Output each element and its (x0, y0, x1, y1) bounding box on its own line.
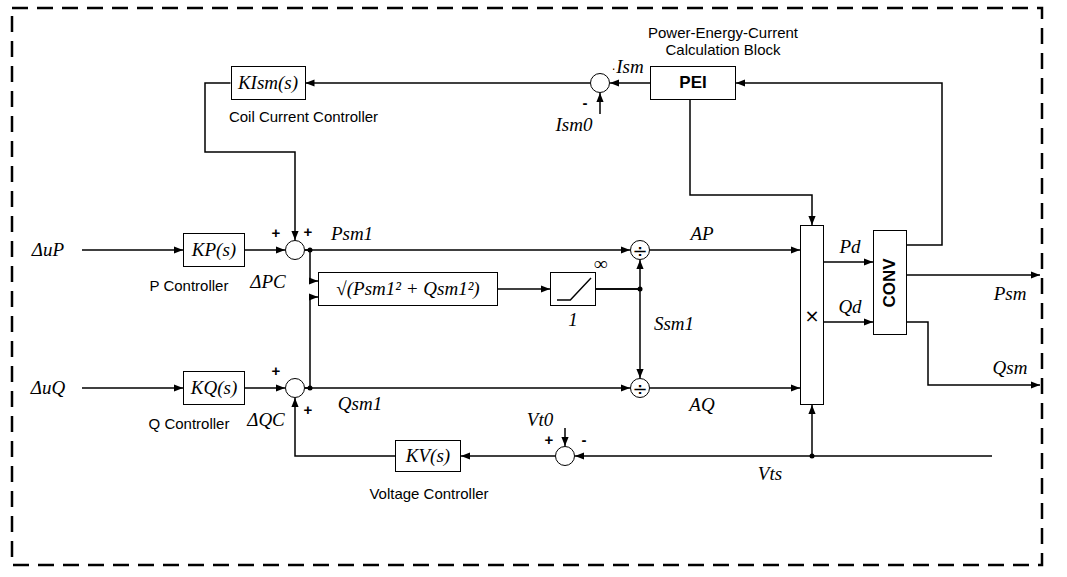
magnitude-box: √(Psm1² + Qsm1²) (318, 272, 498, 306)
controller-box: KP(s)P Controller (183, 233, 245, 267)
node-label: Power-Energy-Current Calculation Block (636, 24, 811, 58)
signal-wires (82, 93, 1040, 456)
node-text: ÷ (632, 378, 647, 399)
signal-name: Vt0 (525, 409, 555, 431)
sum-junction: ++ (285, 378, 305, 398)
node-text: KQ(s) (191, 377, 237, 399)
signal-name: Qd (836, 296, 863, 318)
signal-name: Ism (614, 56, 645, 78)
node-text: × (804, 305, 819, 326)
controller-box: KV(s)Voltage Controller (395, 440, 461, 472)
node-label: - (583, 94, 588, 111)
signal-connector (824, 321, 873, 323)
signal-connector (305, 250, 318, 281)
controller-box: KIsm(s)Coil Current Controller (231, 66, 306, 100)
signal-name: Vts (756, 463, 784, 485)
node-text: KP(s) (192, 239, 236, 261)
signal-name: Qsm1 (336, 393, 384, 415)
signal-name: ΔPC (248, 271, 287, 293)
sum-junction: +- (555, 446, 575, 466)
signal-connector (461, 455, 555, 457)
divider-circle: ÷ (630, 240, 650, 260)
node-text: KIsm(s) (238, 72, 298, 94)
dashed-boundary (12, 8, 1042, 565)
signal-name: Pd (837, 236, 862, 258)
signal-connector (245, 249, 285, 251)
node-label: Voltage Controller (369, 485, 488, 502)
node-label: P Controller (150, 277, 229, 294)
sum-junction: -+ (590, 73, 610, 93)
signal-connector (205, 83, 295, 240)
signal-connector (610, 82, 650, 84)
node-text: KV(s) (406, 445, 450, 467)
limiter-symbol (551, 273, 597, 307)
node-label: Coil Current Controller (229, 108, 378, 125)
signal-connector (245, 387, 285, 389)
signal-connector (650, 249, 800, 251)
node-label: ∞ (594, 253, 608, 275)
signal-name: Ism0 (554, 114, 595, 136)
signal-connector (305, 297, 318, 388)
signal-connector (305, 387, 630, 389)
signal-connector (736, 83, 942, 245)
signal-connector (306, 82, 591, 84)
signal-name: Psm1 (329, 223, 375, 245)
signal-name: ΔQC (245, 409, 287, 431)
signal-connector (824, 261, 873, 263)
converter-box: CONV (873, 230, 907, 335)
node-label: 1 (568, 309, 578, 331)
multiplier-box: × (800, 225, 824, 405)
limiter-box: ∞1 (550, 272, 596, 306)
signal-name: Ssm1 (652, 313, 696, 335)
node-label: + (272, 362, 281, 379)
controller-box: KQ(s)Q Controller (183, 371, 245, 405)
signal-name: AP (688, 223, 715, 245)
node-label: + (272, 224, 281, 241)
node-label: + (304, 401, 313, 418)
node-label: - (582, 431, 587, 448)
node-label: Q Controller (149, 415, 230, 432)
node-label: + (304, 223, 313, 240)
divider-circle: ÷ (630, 378, 650, 398)
signal-connector (596, 289, 640, 378)
signal-connector (690, 100, 812, 225)
sum-junction: ++ (285, 240, 305, 260)
signal-connector (498, 288, 550, 290)
node-text: √(Psm1² + Qsm1²) (336, 278, 479, 300)
signal-name: ΔuP (30, 239, 66, 261)
junction-dots (308, 248, 815, 459)
node-text: PEI (679, 73, 706, 93)
signal-name: AQ (687, 394, 716, 416)
signal-name: Qsm (991, 357, 1030, 379)
signal-name: ΔuQ (29, 377, 67, 399)
signal-name: Psm (992, 283, 1029, 305)
node-text: ÷ (632, 240, 647, 261)
signal-connector (650, 387, 800, 389)
node-label: + (545, 431, 554, 448)
signal-connector (305, 249, 630, 251)
calc-block: PEIPower-Energy-Current Calculation Bloc… (650, 66, 736, 100)
node-text: CONV (880, 258, 900, 307)
